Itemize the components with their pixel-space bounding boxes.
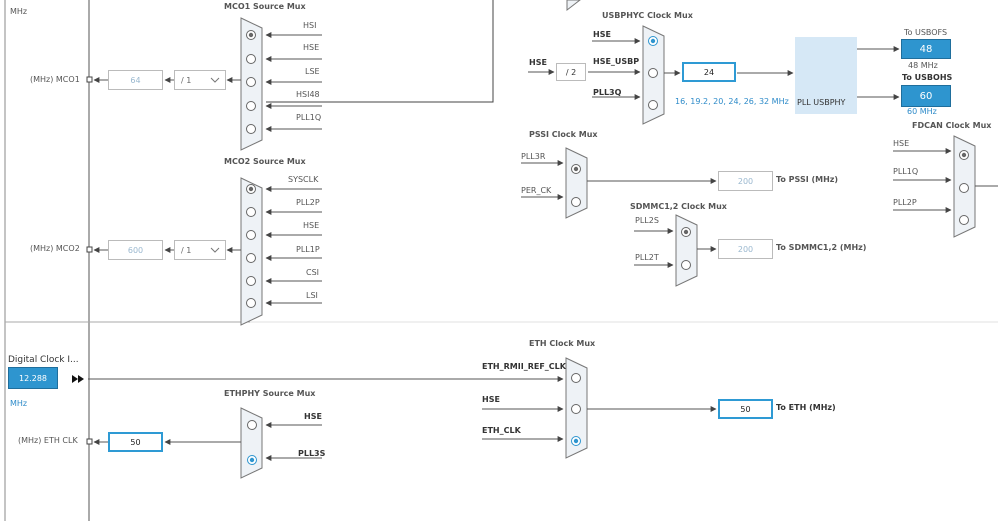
mco2-input-label: HSE <box>303 221 320 230</box>
sdmmc-input-label: PLL2S <box>635 216 659 225</box>
sdmmc-output-label: To SDMMC1,2 (MHz) <box>776 243 867 252</box>
usbphyc-radios[interactable] <box>648 36 658 110</box>
mco1-divider-select[interactable]: / 1 <box>174 70 226 90</box>
mco2-input-label: CSI <box>306 268 320 277</box>
mco1-pin-label: (MHz) MCO1 <box>30 75 80 84</box>
ethphy-input-label: HSE <box>304 412 322 421</box>
mco2-input-label: PLL1P <box>296 245 320 254</box>
eth-radios[interactable] <box>571 373 581 446</box>
usbohs-sub: 60 MHz <box>907 107 937 116</box>
sdmmc-input-label: PLL2T <box>635 253 659 262</box>
mco2-pin-label: (MHz) MCO2 <box>30 244 80 253</box>
mco1-frequency-field[interactable]: 64 <box>108 70 163 90</box>
pll-usbphy-label: PLL USBPHY <box>797 98 846 107</box>
usbofs-label: To USBOFS <box>904 28 948 37</box>
mco1-input-label: LSE <box>305 67 320 76</box>
usbphyc-frequency-hint: 16, 19.2, 20, 24, 26, 32 MHz <box>675 97 789 106</box>
mco2-frequency-field[interactable]: 600 <box>108 240 163 260</box>
fdcan-input-label: PLL2P <box>893 198 917 207</box>
top-left-unit: MHz <box>10 7 28 16</box>
mco2-divider-value: / 1 <box>181 246 192 255</box>
eth-input-label: ETH_RMII_REF_CLK <box>482 362 566 371</box>
usbphyc-input-label: HSE <box>593 30 611 39</box>
fdcan-radios[interactable] <box>959 150 969 225</box>
usbphyc-title: USBPHYC Clock Mux <box>602 11 693 20</box>
pssi-radios[interactable] <box>571 164 581 207</box>
mco2-radios[interactable] <box>246 184 256 308</box>
sdmmc-frequency-field[interactable]: 200 <box>718 239 773 259</box>
eth-frequency-field[interactable]: 50 <box>718 399 773 419</box>
sdmmc-title: SDMMC1,2 Clock Mux <box>630 202 727 211</box>
pssi-input-label: PLL3R <box>521 152 546 161</box>
pssi-input-label: PER_CK <box>521 186 552 195</box>
ethphy-pin-label: (MHz) ETH CLK <box>18 436 78 445</box>
mco1-input-label: PLL1Q <box>296 113 322 122</box>
usbphyc-input-label: PLL3Q <box>593 88 622 97</box>
usbohs-value: 60 <box>901 85 951 107</box>
digital-clock-unit: MHz <box>10 399 28 408</box>
usbofs-sub: 48 MHz <box>908 61 938 70</box>
ethphy-mux[interactable] <box>240 407 263 479</box>
mco1-divider-value: / 1 <box>181 76 192 85</box>
usbphyc-input-label: HSE_USBP <box>593 57 640 66</box>
ethphy-radios[interactable] <box>247 420 257 465</box>
mco1-radios[interactable] <box>246 30 256 134</box>
usbofs-value: 48 <box>901 39 951 59</box>
fdcan-input-label: HSE <box>893 139 910 148</box>
sdmmc-mux[interactable] <box>675 214 698 287</box>
mco1-input-label: HSE <box>303 43 320 52</box>
pssi-mux[interactable] <box>565 147 588 219</box>
pll-usbphy-block <box>795 37 857 114</box>
chevron-down-icon <box>210 247 220 253</box>
usbphyc-frequency-field[interactable]: 24 <box>682 62 736 82</box>
eth-title: ETH Clock Mux <box>529 339 596 348</box>
mco2-title: MCO2 Source Mux <box>224 157 306 166</box>
mco1-input-label: HSI48 <box>296 90 320 99</box>
digital-clock-label: Digital Clock I... <box>8 355 79 365</box>
pssi-frequency-field[interactable]: 200 <box>718 171 773 191</box>
eth-output-label: To ETH (MHz) <box>776 403 836 412</box>
usbphyc-hse-divider[interactable]: / 2 <box>556 63 586 81</box>
chevron-down-icon <box>210 77 220 83</box>
usbohs-label: To USBOHS <box>902 73 953 82</box>
mco2-mux[interactable] <box>240 177 263 326</box>
pssi-title: PSSI Clock Mux <box>529 130 598 139</box>
pssi-output-label: To PSSI (MHz) <box>776 175 839 184</box>
ethphy-title: ETHPHY Source Mux <box>224 389 316 398</box>
sdmmc-radios[interactable] <box>681 227 691 270</box>
eth-input-label: ETH_CLK <box>482 426 521 435</box>
ethphy-frequency-field[interactable]: 50 <box>108 432 163 452</box>
mco1-title: MCO1 Source Mux <box>224 2 306 11</box>
mco2-input-label: PLL2P <box>296 198 320 207</box>
mco2-divider-select[interactable]: / 1 <box>174 240 226 260</box>
digital-clock-value[interactable]: 12.288 <box>8 367 58 389</box>
mco2-input-label: LSI <box>306 291 318 300</box>
ethphy-input-label: PLL3S <box>298 449 326 458</box>
fdcan-title: FDCAN Clock Mux <box>912 121 992 130</box>
usbphyc-hse-source-label: HSE <box>529 58 547 67</box>
fdcan-input-label: PLL1Q <box>893 167 919 176</box>
eth-input-label: HSE <box>482 395 500 404</box>
mco2-input-label: SYSCLK <box>288 175 319 184</box>
mco1-input-label: HSI <box>303 21 317 30</box>
